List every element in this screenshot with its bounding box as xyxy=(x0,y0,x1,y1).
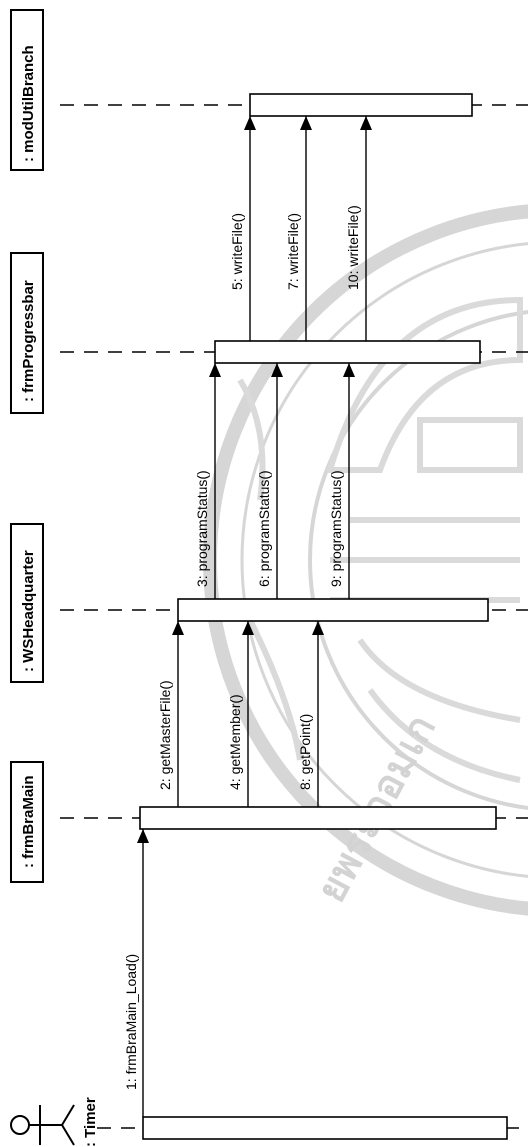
message-4-label: 4: getMember() xyxy=(227,694,243,790)
message-7: 7: writeFile() xyxy=(285,116,312,341)
message-1-label: 1: frmBraMain_Load() xyxy=(123,954,139,1090)
message-6-label: 6: programStatus() xyxy=(256,470,272,587)
object-label-WSHeadquarter: : WSHeadquarter xyxy=(20,550,37,672)
object-header-modUtilBranch: : modUtilBranch xyxy=(10,9,44,171)
message-5-label: 5: writeFile() xyxy=(229,213,245,290)
message-10-label: 10: writeFile() xyxy=(345,205,361,290)
message-3-label: 3: programStatus() xyxy=(194,470,210,587)
activation-modUtilBranch xyxy=(249,93,473,117)
message-1: 1: frmBraMain_Load() xyxy=(123,829,149,1117)
message-5: 5: writeFile() xyxy=(229,116,256,341)
message-9-label: 9: programStatus() xyxy=(328,470,344,587)
message-4: 4: getMember() xyxy=(227,621,254,807)
message-2: 2: getMasterFile() xyxy=(157,621,184,807)
activation-frmProgressbar xyxy=(214,340,481,364)
object-header-WSHeadquarter: : WSHeadquarter xyxy=(10,523,44,683)
message-9: 9: programStatus() xyxy=(328,363,355,599)
actor-timer-icon xyxy=(10,1104,75,1146)
message-2-label: 2: getMasterFile() xyxy=(157,680,173,790)
message-10: 10: writeFile() xyxy=(345,116,372,341)
message-8: 8: getPoint() xyxy=(297,621,324,807)
object-label-modUtilBranch: : modUtilBranch xyxy=(20,45,37,162)
object-label-frmProgressbar: : frmProgressbar xyxy=(20,280,37,402)
object-header-frmProgressbar: : frmProgressbar xyxy=(10,252,44,414)
object-label-frmBraMain: : frmBraMain xyxy=(20,775,37,868)
message-6: 6: programStatus() xyxy=(256,363,283,599)
activation-timer xyxy=(142,1116,508,1140)
activation-WSHeadquarter xyxy=(177,598,489,622)
actor-timer-label: : Timer xyxy=(82,1097,99,1147)
activation-frmBraMain xyxy=(139,806,497,830)
message-3: 3: programStatus() xyxy=(194,363,221,599)
message-8-label: 8: getPoint() xyxy=(297,714,313,790)
message-7-label: 7: writeFile() xyxy=(285,213,301,290)
object-header-frmBraMain: : frmBraMain xyxy=(10,761,44,883)
